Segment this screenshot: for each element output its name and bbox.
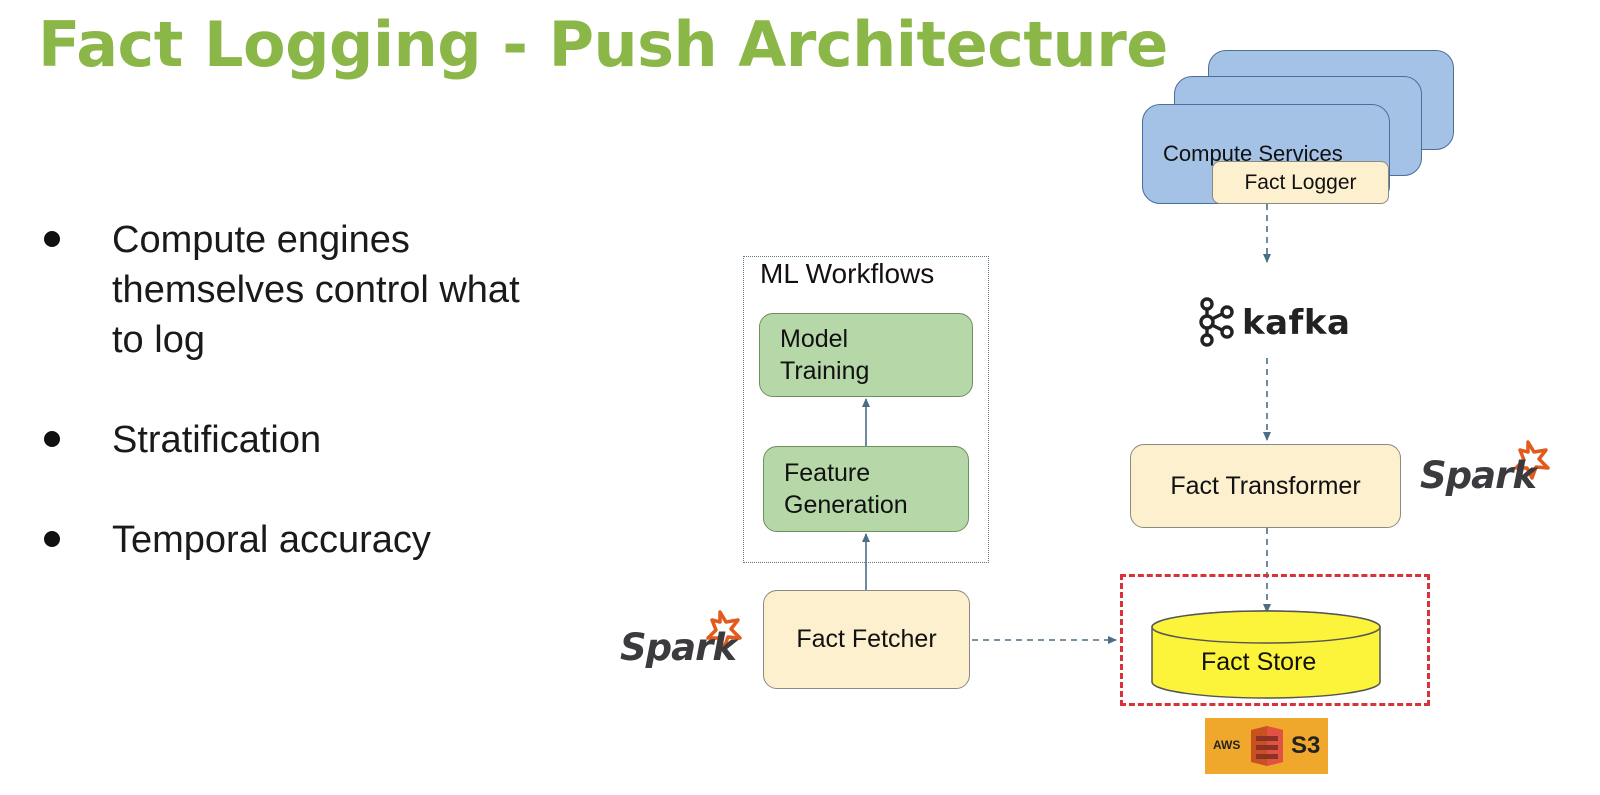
fact-store-label: Fact Store — [1201, 648, 1317, 676]
bullet-item: Temporal accuracy — [40, 515, 600, 565]
spark-logo-text: Spark — [620, 626, 737, 669]
bullet-text: Stratification — [112, 419, 322, 461]
kafka-logo-text: kafka — [1242, 303, 1351, 343]
spark-logo-text: Spark — [1420, 454, 1537, 497]
spark-star-icon — [706, 610, 742, 650]
bullet-list: Compute engines themselves control what … — [40, 215, 600, 565]
feature-generation-box: Feature Generation — [763, 446, 969, 532]
model-training-label: Model Training — [780, 325, 870, 385]
s3-label-text: S3 — [1291, 732, 1321, 759]
fact-transformer-box: Fact Transformer — [1130, 444, 1401, 528]
fact-store-region — [1120, 574, 1430, 706]
kafka-logo-icon — [1199, 297, 1234, 347]
bullet-dot-icon — [44, 531, 60, 547]
bullet-dot-icon — [44, 231, 60, 247]
spark-star-icon — [1514, 440, 1550, 480]
bullet-dot-icon — [44, 431, 60, 447]
fact-fetcher-label: Fact Fetcher — [796, 625, 937, 653]
ml-workflows-title: ML Workflows — [760, 258, 935, 289]
s3-aws-text: AWS — [1213, 738, 1241, 752]
ml-workflows-frame — [743, 256, 989, 563]
spark-logo-icon: Spark — [620, 608, 750, 669]
fact-fetcher-box: Fact Fetcher — [763, 590, 970, 689]
fact-transformer-label: Fact Transformer — [1170, 471, 1361, 500]
s3-bucket-icon — [1251, 726, 1283, 766]
model-training-box: Model Training — [759, 313, 973, 397]
bullet-item: Compute engines themselves control what … — [40, 215, 532, 365]
feature-generation-label: Feature Generation — [784, 459, 908, 519]
bullet-text: Temporal accuracy — [112, 519, 431, 561]
spark-logo-icon: Spark — [1420, 438, 1554, 498]
bullet-item: Stratification — [40, 415, 600, 465]
slide-title: Fact Logging - Push Architecture — [38, 8, 1168, 81]
bullet-text: Compute engines themselves control what … — [112, 219, 520, 361]
fact-logger-box: Fact Logger — [1212, 161, 1389, 204]
s3-logo: AWS S3 — [1205, 718, 1328, 774]
fact-logger-label: Fact Logger — [1244, 170, 1357, 194]
